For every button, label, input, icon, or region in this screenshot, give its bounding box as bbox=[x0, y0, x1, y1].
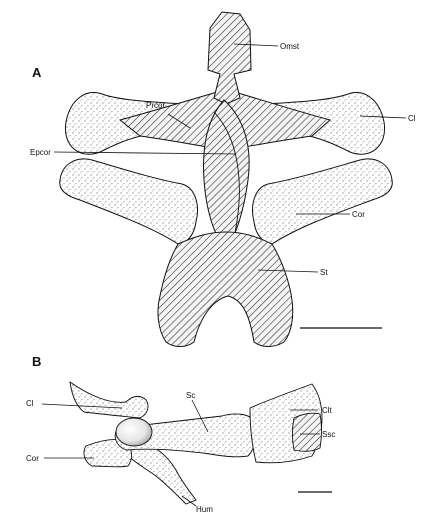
omst-leader bbox=[233, 43, 279, 47]
epcor-leader bbox=[53, 151, 237, 155]
panel-a: A Omst Prcor Cl Epcor Cor St bbox=[30, 11, 416, 347]
label-epcor: Epcor bbox=[30, 148, 51, 157]
sc-leader bbox=[191, 399, 209, 433]
lateral-humerus bbox=[123, 435, 197, 505]
label-prcor: Prcor bbox=[146, 101, 165, 110]
label-omst: Omst bbox=[280, 42, 300, 51]
epicoracoid-overlap-line bbox=[213, 111, 240, 247]
label-st: St bbox=[320, 268, 328, 277]
label-clt: Clt bbox=[322, 406, 333, 415]
lateral-scapula bbox=[114, 413, 257, 458]
coracoid-left-bone bbox=[59, 158, 198, 245]
label-cl-a: Cl bbox=[408, 114, 416, 123]
cl-b-leader bbox=[41, 403, 123, 409]
omosternum bbox=[207, 11, 252, 105]
st-leader bbox=[257, 269, 319, 273]
label-cor-a: Cor bbox=[352, 210, 365, 219]
label-sc: Sc bbox=[186, 391, 195, 400]
lateral-clavicle bbox=[69, 381, 149, 419]
label-cor-b: Cor bbox=[26, 454, 39, 463]
label-cl-b: Cl bbox=[26, 399, 34, 408]
panel-a-letter: A bbox=[32, 65, 42, 80]
panel-b-letter: B bbox=[32, 354, 41, 369]
label-ssc: Ssc bbox=[322, 430, 335, 439]
panel-b: B Cl Sc Clt Ssc Cor Hum bbox=[26, 354, 335, 514]
hum-leader bbox=[181, 495, 197, 507]
cl-a-leader bbox=[359, 115, 407, 119]
prcor-leader bbox=[167, 113, 191, 129]
lateral-suprascapula bbox=[292, 412, 322, 452]
label-hum: Hum bbox=[196, 505, 213, 514]
sternum bbox=[157, 231, 294, 347]
scapula-head-knob bbox=[115, 417, 153, 447]
coracoid-right-bone bbox=[252, 158, 393, 245]
